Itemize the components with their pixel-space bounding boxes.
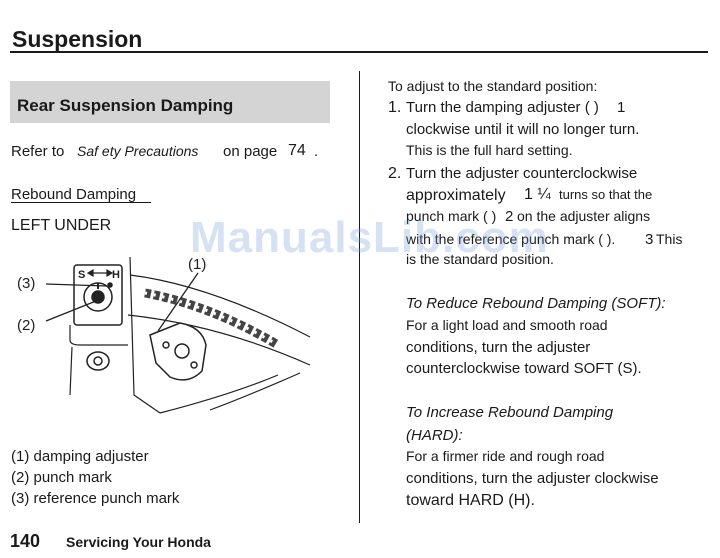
step-2-ref-2: 2 <box>505 208 514 225</box>
swingarm-bracket <box>149 322 207 381</box>
refer-suffix: . <box>314 143 319 160</box>
step-2-line-d: punch mark ( ) <box>406 208 497 224</box>
step-2-number: 2. <box>388 165 402 182</box>
title-rule <box>10 51 708 53</box>
refer-page-number[interactable]: 74 <box>288 142 306 159</box>
soft-line-1: For a light load and smooth road <box>406 317 608 333</box>
rear-suspension-figure: S H (3) (2) (1) <box>17 256 311 414</box>
step-1-ref: 1 <box>617 99 626 116</box>
soft-line-3: counterclockwise toward SOFT (S). <box>406 360 642 377</box>
hard-line-1: For a firmer ride and rough road <box>406 448 605 464</box>
soft-title: To Reduce Rebound Damping (SOFT): <box>406 295 666 312</box>
refer-prefix: Refer to <box>11 143 65 160</box>
drive-chain <box>144 288 281 349</box>
step-1-line-b: clockwise until it will no longer turn. <box>406 121 640 138</box>
caption-1: (1) damping adjuster <box>11 448 149 465</box>
watermark: ManualsLib.com <box>190 213 549 262</box>
step-1-line-c: This is the full hard setting. <box>406 142 573 158</box>
adjust-intro: To adjust to the standard position: <box>388 78 598 94</box>
hard-title-line-2: (HARD): <box>406 427 463 444</box>
hard-line-2: conditions, turn the adjuster clockwise <box>406 470 659 487</box>
caption-3: (3) reference punch mark <box>11 490 180 507</box>
step-2-turns-value: 1 ¼ <box>524 186 551 203</box>
step-2-line-b: approximately <box>406 187 506 204</box>
step-2-line-h: is the standard position. <box>406 251 554 267</box>
soft-line-2: conditions, turn the adjuster <box>406 339 591 356</box>
step-2-line-e: on the adjuster aligns <box>517 208 651 224</box>
step-1-line-a: Turn the damping adjuster ( ) <box>406 99 599 116</box>
scale-s-label: S <box>78 269 85 281</box>
callout-1: (1) <box>188 256 206 273</box>
refer-mid: on page <box>223 143 278 160</box>
callout-3: (3) <box>17 275 35 292</box>
step-2-line-f: with the reference punch mark ( ). <box>406 231 616 247</box>
callout-2: (2) <box>17 317 35 334</box>
step-2-ref-3: 3 <box>645 231 654 248</box>
step-2-line-a: Turn the adjuster counterclockwise <box>406 165 638 182</box>
leader-lines <box>45 272 199 332</box>
caption-2: (2) punch mark <box>11 469 112 486</box>
figure-frame <box>69 256 311 414</box>
page-title: Suspension <box>12 26 143 52</box>
axle-bolt <box>86 351 110 371</box>
section-header-box <box>10 81 330 123</box>
scale-h-label: H <box>112 269 120 281</box>
rebound-damping-heading: Rebound Damping <box>11 186 137 203</box>
hard-line-3: toward HARD (H). <box>406 492 535 509</box>
rebound-heading-underline <box>11 202 151 203</box>
step-1-number: 1. <box>388 99 402 116</box>
footer-page-number: 140 <box>10 531 41 551</box>
column-divider <box>359 71 360 523</box>
hard-title-line-1: To Increase Rebound Damping <box>406 404 614 421</box>
section-title: Rear Suspension Damping <box>17 96 234 115</box>
step-2-line-g: This <box>656 231 683 247</box>
scale-arrow <box>86 268 114 278</box>
footer-section: Servicing Your Honda <box>66 534 211 550</box>
location-label: LEFT UNDER <box>11 217 112 234</box>
safety-precautions-link[interactable]: Saf ety Precautions <box>77 143 199 159</box>
step-2-line-c: turns so that the <box>559 187 653 202</box>
